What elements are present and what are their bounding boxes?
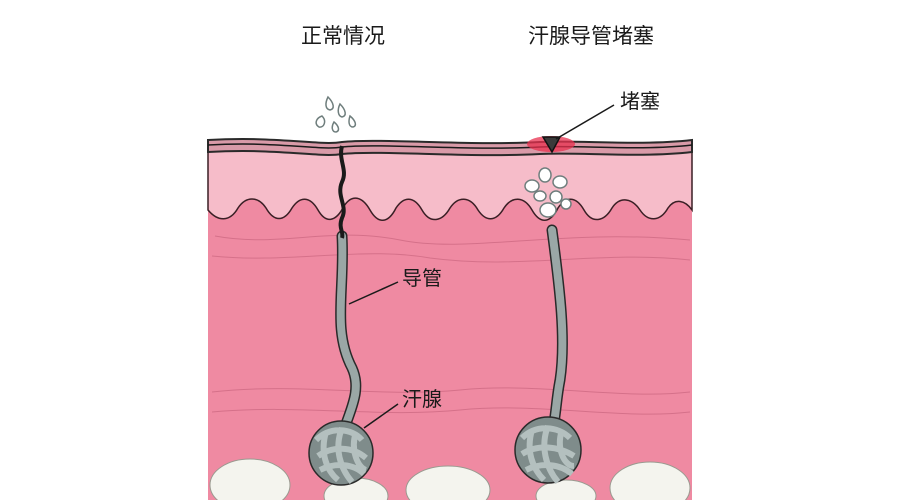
duct-blocked	[524, 167, 572, 438]
label-duct: 导管	[402, 266, 442, 290]
dermis-fibers	[211, 234, 691, 415]
sweat-droplets-normal	[315, 95, 357, 133]
leader-blockage	[555, 104, 615, 140]
label-blockage: 堵塞	[620, 89, 660, 113]
surface-line	[207, 143, 693, 149]
leader-gland	[363, 403, 399, 429]
gland-blocked	[514, 416, 582, 484]
gland-normal	[308, 420, 374, 486]
blockage-plug-dark	[541, 136, 562, 154]
label-gland: 汗腺	[402, 387, 442, 411]
fat-cells	[209, 458, 691, 500]
duct-normal	[315, 95, 362, 436]
skin-section	[207, 95, 693, 500]
callouts: 堵塞 导管 汗腺	[348, 89, 660, 429]
epidermis-layer	[207, 147, 693, 221]
heading-blocked: 汗腺导管堵塞	[528, 24, 654, 48]
duct-normal-spiral	[338, 145, 346, 239]
blockage-plug	[527, 136, 575, 154]
leader-duct	[348, 281, 399, 305]
heading-normal: 正常情况	[301, 24, 385, 48]
sweat-leak-burst	[524, 167, 572, 218]
